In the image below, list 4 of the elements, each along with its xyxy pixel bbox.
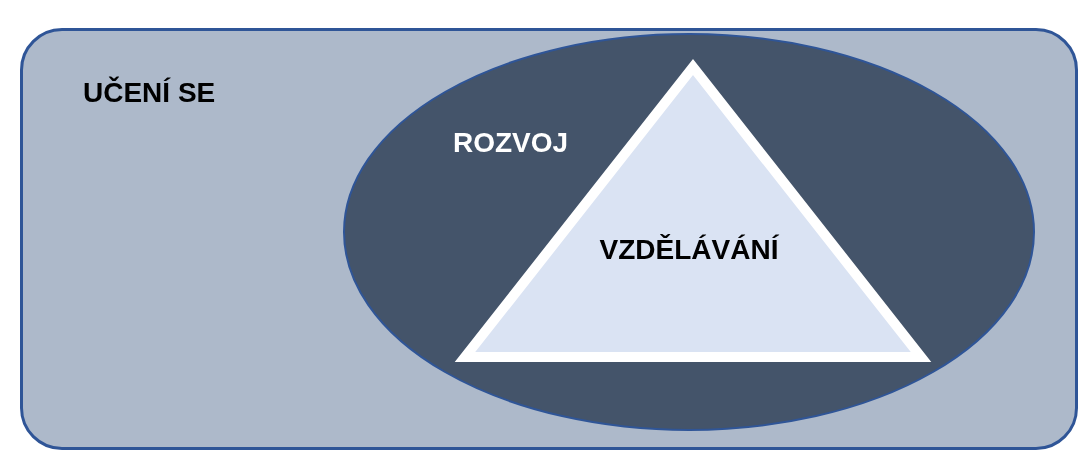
panel-title: UČENÍ SE — [83, 77, 216, 110]
outer-panel — [20, 28, 1078, 450]
ellipse-label: ROZVOJ — [453, 127, 569, 160]
triangle-label: VZDĚLÁVÁNÍ — [599, 233, 779, 267]
